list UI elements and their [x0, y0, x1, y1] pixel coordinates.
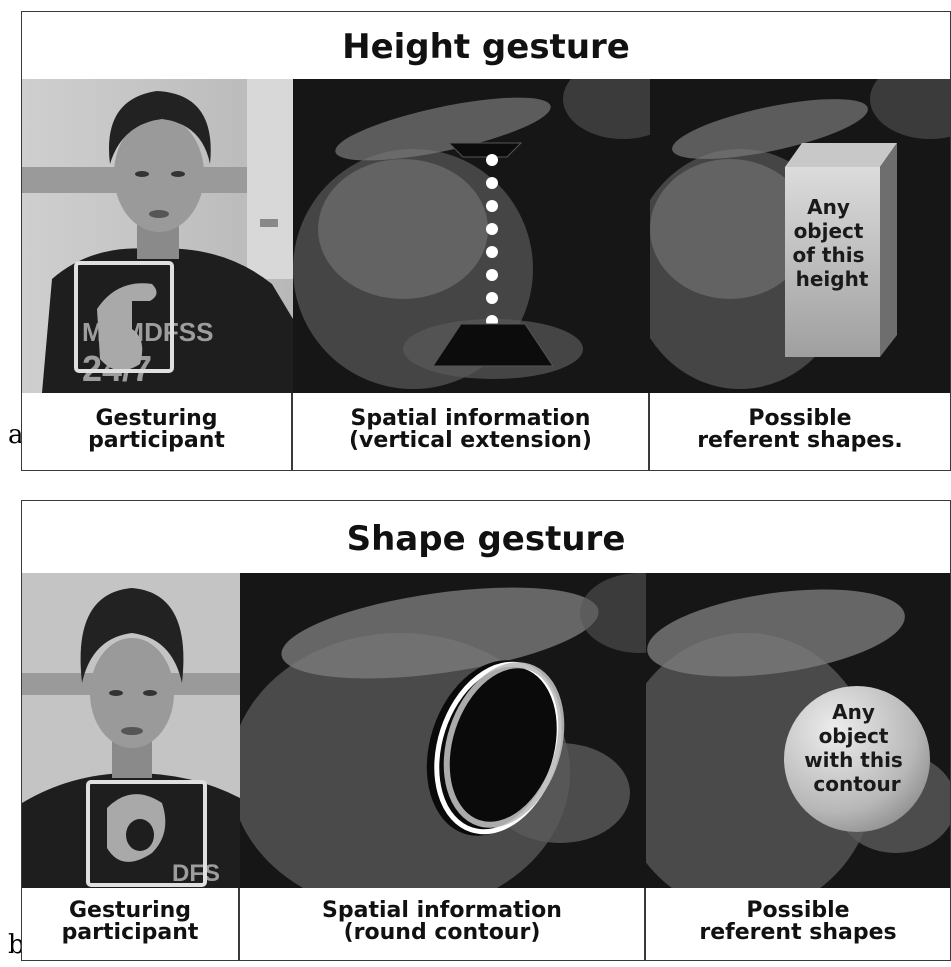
caption-spatial-information-b: Spatial information(round contour)	[240, 900, 644, 944]
vertical-extension-dots	[486, 154, 498, 350]
panel-a: Height gesture MDMDFSS	[21, 11, 951, 471]
panel-b: Shape gesture DFS	[21, 500, 951, 961]
shirt-print-1: DFS	[172, 860, 220, 887]
referent-photo-b: Any object with this contour	[646, 573, 950, 888]
participant-photo-b: DFS	[22, 573, 240, 888]
spatial-info-photo-b	[240, 573, 646, 888]
caption-spatial-information-a: Spatial information(vertical extension)	[293, 408, 648, 452]
panel-b-title: Shape gesture	[22, 501, 950, 573]
spatial-info-photo-a	[293, 79, 650, 393]
panel-a-title: Height gesture	[22, 12, 950, 79]
participant-photo-a: MDMDFSS 24/7	[22, 79, 293, 393]
referent-photo-a: Any object of this height	[650, 79, 950, 393]
